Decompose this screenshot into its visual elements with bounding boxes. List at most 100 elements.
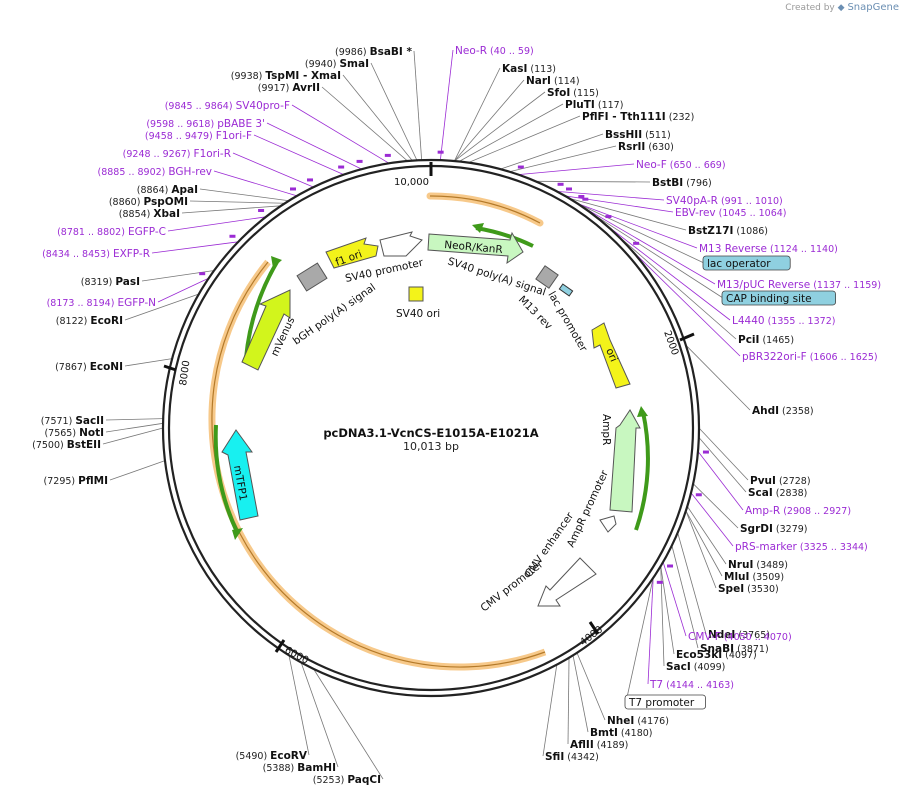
primer-mark-f1ori-r — [307, 178, 314, 182]
site-suffix: - XmaI — [299, 70, 341, 82]
site-position: (1137 .. 1159) — [810, 280, 881, 291]
site-pvui: PvuI (2728) — [750, 475, 811, 487]
leader-sv40pro-f — [291, 104, 390, 164]
site-name: PluTI — [565, 99, 595, 111]
site-name: EcoRV — [270, 750, 308, 762]
leader-mlui — [685, 510, 723, 577]
site-position: (40 .. 59) — [487, 46, 534, 57]
site-name: PaqCI — [347, 774, 381, 786]
feature-box-lac-operator — [702, 255, 791, 271]
leader-pluti — [458, 103, 564, 162]
leader-t7-promoter — [625, 577, 654, 703]
cmv-arrow — [537, 557, 597, 607]
leader-prs-marker — [690, 492, 734, 547]
tick-label-10000: 10,000 — [394, 177, 429, 188]
site-ecorv: (5490) EcoRV — [236, 750, 308, 762]
leader-nrui — [686, 506, 727, 565]
site-name: Amp-R — [745, 505, 780, 517]
site-name: EcoNI — [90, 361, 123, 373]
site-mlui: MluI (3509) — [724, 571, 784, 583]
ori-label: ori — [603, 346, 619, 363]
site-name: PspOMI — [143, 196, 188, 208]
site-ecori: (8122) EcoRI — [56, 315, 123, 327]
primer-t7: T7 (4144 .. 4163) — [649, 679, 734, 691]
lac-promoter-box — [535, 265, 559, 289]
site-name: NdeI — [708, 629, 735, 641]
mvenus-arrow — [241, 289, 291, 371]
sv40-promoter-arrow — [379, 231, 423, 257]
site-avrii: (9917) AvrII — [258, 82, 320, 94]
ampr-arrow — [609, 409, 641, 513]
site-position: (1465) — [759, 335, 794, 346]
f1ori-arrow — [325, 237, 379, 269]
site-position: (9938) — [231, 71, 266, 82]
primer-mark-neo-r — [437, 150, 444, 154]
site-position: (2908 .. 2927) — [780, 506, 851, 517]
site-position: (8854) — [119, 209, 154, 220]
primer-mark-pbr322ori-f — [633, 241, 640, 245]
sv40-ori-box — [408, 286, 424, 302]
green-arrow-heads — [232, 223, 648, 540]
site-apai: (8864) ApaI — [137, 184, 198, 196]
leader-scai — [698, 437, 747, 493]
leader-bstz17i — [568, 197, 687, 231]
leader-ecori — [124, 293, 200, 321]
primer-ebv-rev: EBV-rev (1045 .. 1064) — [675, 207, 787, 219]
site-name: NruI — [728, 559, 753, 571]
site-position: (7867) — [55, 362, 90, 373]
site-position: (8122) — [56, 316, 91, 327]
leader-bmti — [572, 655, 589, 733]
site-name: PvuI — [750, 475, 776, 487]
site-position: (3765) — [735, 630, 770, 641]
leader-pvui — [698, 427, 749, 481]
site-position: (115) — [570, 88, 599, 99]
primer-mark-egfp-n — [199, 272, 206, 276]
site-spei: SpeI (3530) — [718, 583, 779, 595]
site-name: SV40pro-F — [236, 100, 290, 112]
mtfp1-arrow — [221, 429, 259, 521]
leader-neo-f — [518, 163, 635, 175]
site-position: (4342) — [564, 752, 599, 763]
site-name: pBABE 3' — [217, 118, 265, 130]
site-pasi: (8319) PasI — [81, 276, 140, 288]
site-snabi: SnaBI (3871) — [700, 643, 769, 655]
ampr-label: AmpR — [600, 414, 612, 445]
site-bstbi: BstBI (796) — [652, 177, 712, 189]
leader-pasi — [141, 270, 215, 282]
primer-pbr322ori-f: pBR322ori-F (1606 .. 1625) — [742, 351, 878, 363]
site-position: (1124 .. 1140) — [767, 244, 838, 255]
site-name: SacI — [666, 661, 691, 673]
site-labels: (9986) BsaBI *(9940) SmaI(9938) TspMI - … — [32, 45, 881, 786]
site-name: BamHI — [297, 762, 336, 774]
site-position: (117) — [595, 100, 624, 111]
primer-sv40pa-r: SV40pA-R (991 .. 1010) — [666, 195, 783, 207]
site-pflmi: (7295) PflMI — [44, 475, 108, 487]
leader-pcii — [613, 231, 737, 340]
site-name: F1ori-F — [216, 130, 252, 142]
site-suffix: - Tth111I — [609, 111, 666, 123]
leader-bstbi — [535, 180, 651, 183]
site-xbai: (8854) XbaI — [119, 208, 180, 220]
site-name: SnaBI — [700, 643, 734, 655]
site-ahdi: AhdI (2358) — [752, 405, 814, 417]
leader-exfp-r — [151, 241, 239, 254]
site-sfoi: SfoI (115) — [547, 87, 599, 99]
site-position: (8781 .. 8802) — [57, 227, 128, 238]
leader-snabi — [671, 545, 699, 649]
site-pluti: PluTI (117) — [565, 99, 623, 111]
site-position: (650 .. 669) — [667, 160, 726, 171]
site-ndei: NdeI (3765) — [708, 629, 770, 641]
primer-mark-l4440 — [605, 215, 612, 219]
primer-mark-cmv-f — [667, 564, 674, 568]
leader-pbabe-3 — [266, 122, 362, 170]
site-position: (630) — [645, 142, 674, 153]
snapgene-credit: Created by ◆ SnapGene — [785, 2, 899, 13]
site-name: ApaI — [171, 184, 198, 196]
leader-kasi — [453, 67, 501, 162]
site-position: (9986) — [335, 47, 370, 58]
site-nhei: NheI (4176) — [607, 715, 669, 727]
leader-avrii — [321, 86, 408, 162]
leader-rsrii — [509, 145, 617, 173]
site-bstz17i: BstZ17I (1086) — [688, 225, 768, 237]
site-name: EXFP-R — [113, 248, 150, 260]
